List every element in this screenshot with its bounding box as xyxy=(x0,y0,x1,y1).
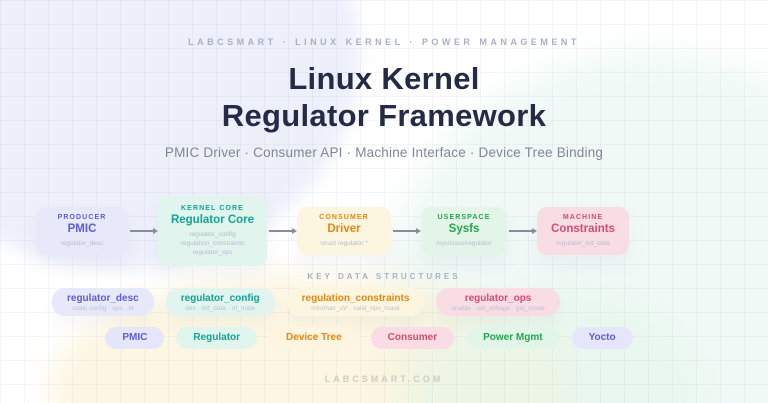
data-structure-fields: dev · init_data · of_node xyxy=(185,305,256,312)
flow-box-subline: regulator_ops xyxy=(192,249,233,256)
flow-box-userspace-sysfs: USERSPACE Sysfs /sys/class/regulator xyxy=(421,207,507,255)
flow-box-subtext: struct regulator * xyxy=(320,240,368,247)
flow-box-role: KERNEL CORE xyxy=(181,205,244,212)
flow-box-label: PMIC xyxy=(67,223,97,235)
data-structure-regulator-ops: regulator_ops enable · set_voltage · get… xyxy=(436,288,560,316)
tag-power-mgmt: Power Mgmt xyxy=(466,327,560,349)
data-structure-name: regulation_constraints xyxy=(301,293,410,304)
flow-box-kernel-core: KERNEL CORE Regulator Core regulator_con… xyxy=(158,196,267,266)
flow-box-machine-constraints: MACHINE Constraints regulator_init_data xyxy=(537,207,629,255)
data-structure-name: regulator_desc xyxy=(67,293,139,304)
flow-box-subtext: regulator_config regulation_constraints … xyxy=(163,230,262,257)
flow-box-role: MACHINE xyxy=(562,214,604,221)
flow-box-role: PRODUCER xyxy=(57,214,107,221)
data-structure-regulation-constraints: regulation_constraints min/max_uV · vali… xyxy=(286,288,425,316)
data-structure-regulator-config: regulator_config dev · init_data · of_no… xyxy=(165,288,275,316)
brand-eyebrow: LABCSMART · LINUX KERNEL · POWER MANAGEM… xyxy=(188,37,580,47)
tag-consumer: Consumer xyxy=(370,327,455,349)
footer-url: LABCSMART.COM xyxy=(324,374,444,384)
flow-box-subline: regulator_config xyxy=(189,231,236,238)
section-heading-key-data-structures: KEY DATA STRUCTURES xyxy=(307,272,461,281)
tag-device-tree: Device Tree xyxy=(269,327,359,349)
data-structure-fields: min/max_uV · valid_ops_mask xyxy=(311,305,400,312)
title-line-2: Regulator Framework xyxy=(221,98,547,133)
arrow-right-icon xyxy=(509,228,537,233)
flow-box-role: CONSUMER xyxy=(319,214,369,221)
data-structure-regulator-desc: regulator_desc static config · ops · id xyxy=(52,288,154,316)
flow-box-label: Driver xyxy=(327,223,361,235)
arrow-right-icon xyxy=(393,228,421,233)
title-line-1: Linux Kernel xyxy=(288,61,480,96)
tag-yocto: Yocto xyxy=(571,327,633,349)
flow-box-producer-pmic: PRODUCER PMIC regulator_desc xyxy=(36,207,128,255)
flow-box-subtext: regulator_desc xyxy=(60,240,104,247)
data-structure-list: regulator_desc static config · ops · id … xyxy=(52,288,560,316)
data-structure-fields: static config · ops · id xyxy=(72,305,134,312)
flow-box-subtext: /sys/class/regulator xyxy=(436,240,492,247)
tag-regulator: Regulator xyxy=(176,327,258,349)
arrow-right-icon xyxy=(269,228,297,233)
flow-diagram: PRODUCER PMIC regulator_desc KERNEL CORE… xyxy=(36,196,629,266)
subtitle: PMIC Driver · Consumer API · Machine Int… xyxy=(164,145,604,160)
flow-box-consumer-driver: CONSUMER Driver struct regulator * xyxy=(297,207,391,255)
flow-box-subline: regulation_constraints xyxy=(180,240,245,247)
flow-box-subtext: regulator_init_data xyxy=(556,240,610,247)
flow-box-label: Regulator Core xyxy=(170,214,255,226)
flow-box-label: Constraints xyxy=(551,223,615,235)
data-structure-name: regulator_ops xyxy=(464,293,532,304)
flow-box-label: Sysfs xyxy=(448,223,480,235)
data-structure-fields: enable · set_voltage · get_mode xyxy=(451,305,545,312)
data-structure-name: regulator_config xyxy=(180,293,260,304)
flow-box-role: USERSPACE xyxy=(437,214,491,221)
tag-pmic: PMIC xyxy=(105,327,165,349)
topic-tags: PMIC Regulator Device Tree Consumer Powe… xyxy=(0,327,738,349)
header: LABCSMART · LINUX KERNEL · POWER MANAGEM… xyxy=(0,0,768,160)
arrow-right-icon xyxy=(130,228,158,233)
